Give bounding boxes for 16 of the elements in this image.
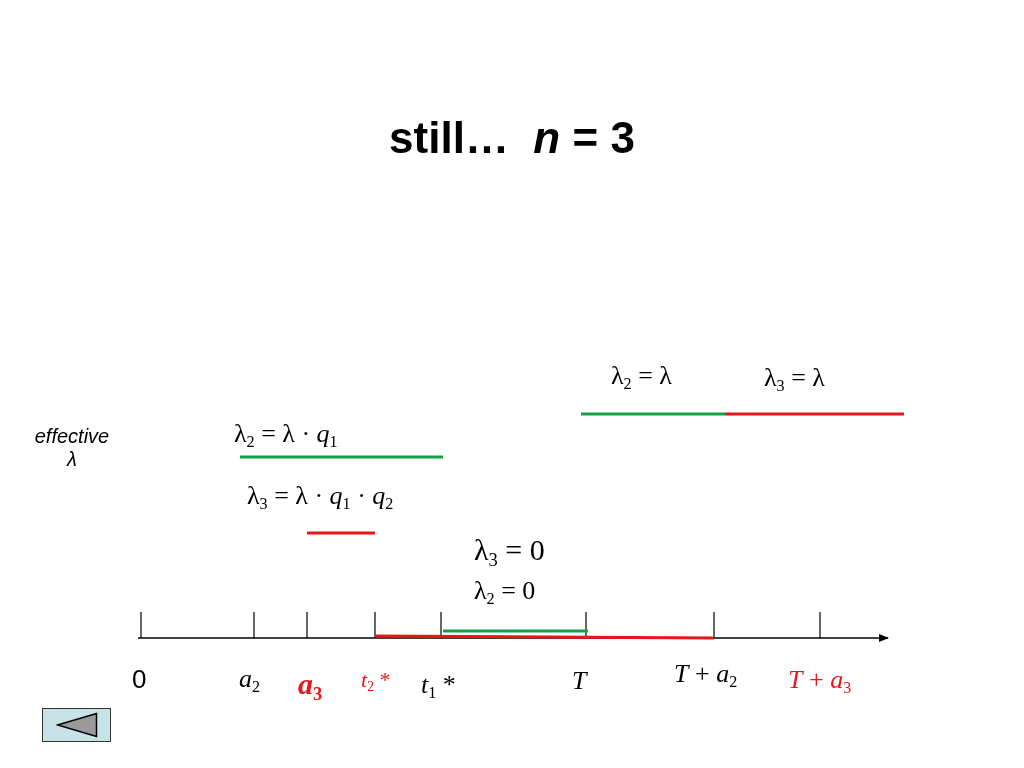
rate-formula: λ$_{2}$ = λ: [611, 361, 672, 391]
rate-formula: λ$_{3}$ = λ: [764, 363, 825, 393]
rate-formula: λ$_{2}$ = λ · q$_{1}$: [234, 419, 338, 449]
axis-title: effective λ: [33, 425, 111, 471]
tick-label: a$_{2}$: [239, 664, 261, 694]
rate-formula: λ$_{2}$ = 0: [474, 576, 536, 606]
tick-label: a$_{3}$: [298, 667, 323, 702]
tick-label: t$_{2}$ *: [361, 667, 391, 693]
rate-formula: λ$_{3}$ = 0: [474, 533, 545, 568]
rate-formula: λ$_{3}$ = λ · q$_{1}$ · q$_{2}$: [247, 481, 394, 511]
tick-label: 0: [132, 665, 147, 695]
tick-label: T: [572, 666, 587, 696]
tick-label: T + a$_{3}$: [788, 665, 852, 695]
slide-title: still… n = 3: [389, 112, 635, 164]
tick-label: T + a$_{2}$: [674, 659, 738, 689]
tick-label: t$_{1}$ *: [421, 670, 456, 700]
